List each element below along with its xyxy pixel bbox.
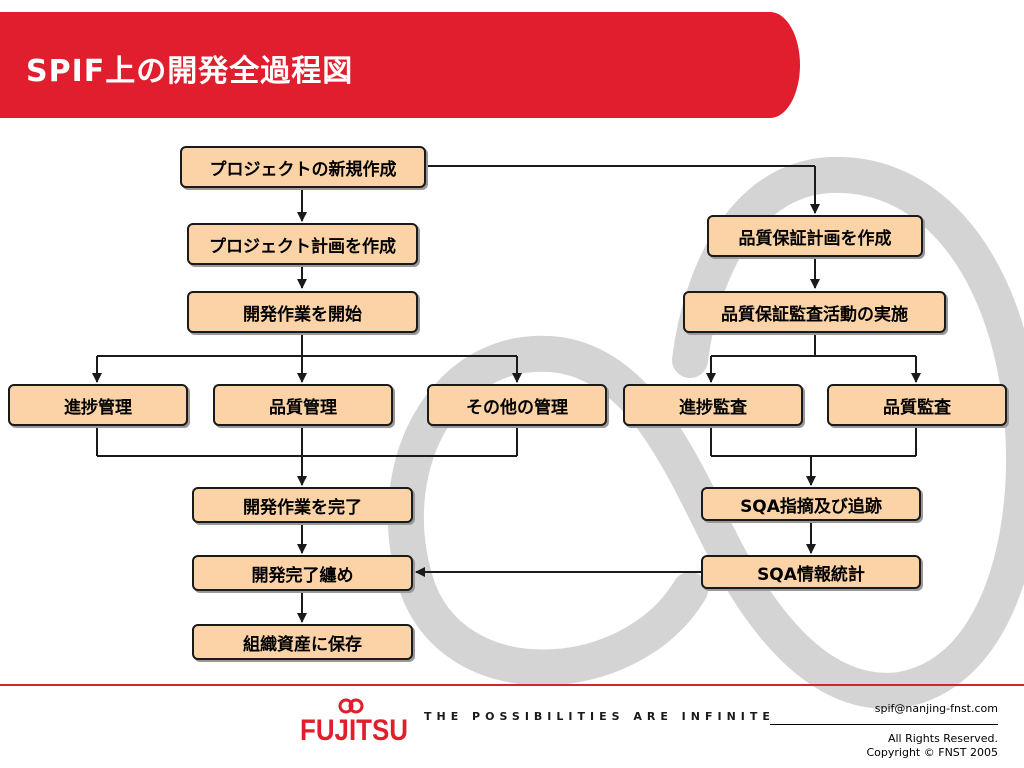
rights-text: All Rights Reserved. [887, 732, 998, 745]
node-project-create: プロジェクトの新規作成 [180, 146, 426, 188]
title-banner [0, 12, 800, 118]
node-progress-audit: 進捗監査 [623, 384, 803, 426]
footer-divider [0, 684, 1024, 686]
fujitsu-logo: FUJITSU [300, 698, 408, 747]
node-progress-mgmt: 進捗管理 [8, 384, 188, 426]
contact-email[interactable]: spif@nanjing-fnst.com [874, 702, 998, 715]
svg-text:FUJITSU: FUJITSU [300, 714, 408, 747]
node-quality-audit: 品質監査 [827, 384, 1007, 426]
node-dev-complete: 開発作業を完了 [192, 487, 413, 523]
node-qa-audit-impl: 品質保証監査活動の実施 [683, 291, 946, 333]
copyright-text: Copyright © FNST 2005 [866, 746, 999, 759]
node-quality-mgmt: 品質管理 [213, 384, 393, 426]
node-other-mgmt: その他の管理 [427, 384, 607, 426]
slide-title: SPIF上の開発全過程図 [26, 54, 354, 89]
node-sqa-stats: SQA情報統計 [701, 555, 921, 589]
tagline: THE POSSIBILITIES ARE INFINITE [424, 710, 775, 723]
node-dev-summary: 開発完了纏め [192, 555, 413, 591]
node-qa-plan: 品質保証計画を作成 [707, 215, 923, 257]
node-project-plan: プロジェクト計画を作成 [187, 223, 418, 265]
contact-divider [770, 724, 998, 725]
node-save-assets: 組織資産に保存 [192, 624, 413, 660]
node-dev-start: 開発作業を開始 [187, 291, 418, 333]
node-sqa-tracking: SQA指摘及び追跡 [701, 487, 921, 521]
